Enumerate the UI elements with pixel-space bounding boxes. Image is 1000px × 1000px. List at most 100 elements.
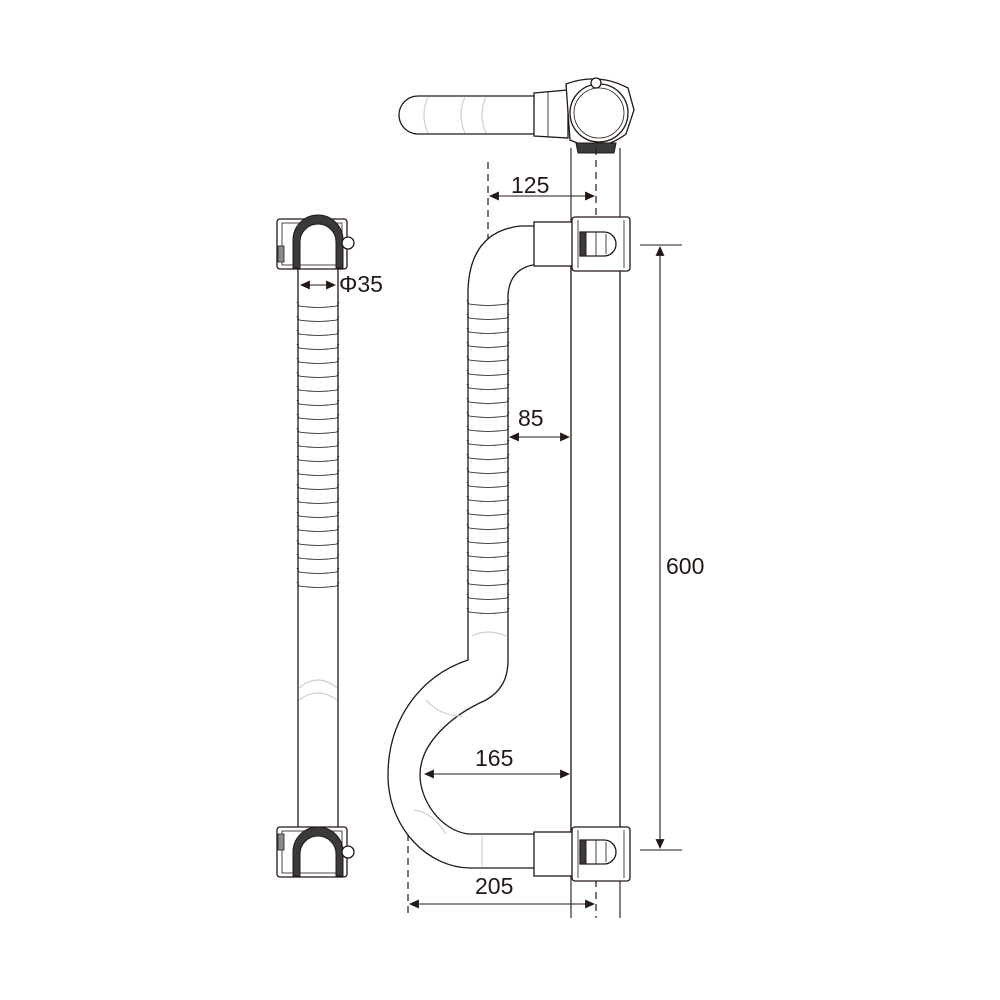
- front-view-bottom-joint: [533, 826, 631, 882]
- depth-label: 85: [518, 405, 544, 431]
- grip-rib-notch: [466, 327, 510, 333]
- grip-rib: [468, 345, 508, 348]
- grip-rib: [298, 557, 338, 560]
- grip-rib: [298, 529, 338, 532]
- grip-rib: [468, 611, 508, 614]
- grip-rib: [298, 403, 338, 406]
- grip-rib-notch: [466, 593, 510, 599]
- side-view-top-bracket: [276, 214, 355, 270]
- grip-rib-notch: [296, 497, 340, 503]
- grip-rib: [468, 583, 508, 586]
- grip-rib-notch: [296, 329, 340, 335]
- grip-rib: [298, 347, 338, 350]
- grip-rib-notch: [466, 481, 510, 487]
- top-view: [398, 77, 635, 154]
- side-view-bar: [297, 227, 339, 869]
- grip-rib: [468, 359, 508, 362]
- grip-rib: [298, 473, 338, 476]
- grip-rib-notch: [466, 509, 510, 515]
- grip-rib: [468, 499, 508, 502]
- grip-rib: [298, 375, 338, 378]
- grip-rib-notch: [466, 607, 510, 613]
- grip-rib-notch: [466, 439, 510, 445]
- offset-top-label: 125: [511, 172, 549, 198]
- top-view-screw: [590, 77, 602, 89]
- grip-rib: [468, 443, 508, 446]
- diameter-label: Φ35: [339, 271, 383, 297]
- grip-rib-notch: [296, 413, 340, 419]
- grip-rib: [468, 373, 508, 376]
- side-view: Φ35: [276, 214, 383, 878]
- grip-rib-notch: [296, 469, 340, 475]
- grip-rib: [298, 305, 338, 308]
- grip-rib: [298, 571, 338, 574]
- grip-rib-notch: [296, 483, 340, 489]
- grip-rib: [468, 331, 508, 334]
- grip-rib: [298, 333, 338, 336]
- grip-rib-notch: [466, 551, 510, 557]
- grip-rib-notch: [296, 455, 340, 461]
- grip-rib-notch: [466, 467, 510, 473]
- side-view-bottom-screw: [341, 845, 355, 859]
- grip-rib: [468, 387, 508, 390]
- grip-rib: [298, 543, 338, 546]
- grip-rib-notch: [296, 525, 340, 531]
- grip-rib: [468, 527, 508, 530]
- grip-rib-notch: [466, 313, 510, 319]
- grip-rib-notch: [466, 565, 510, 571]
- grip-rib-notch: [296, 567, 340, 573]
- front-view-top-joint: [533, 216, 631, 272]
- grip-rib-notch: [296, 399, 340, 405]
- grip-rib-notch: [296, 315, 340, 321]
- grip-rib-notch: [466, 383, 510, 389]
- grip-rib: [468, 541, 508, 544]
- grip-rib: [298, 585, 338, 588]
- height-label: 600: [666, 553, 704, 579]
- grip-rib: [298, 389, 338, 392]
- grip-rib-notch: [296, 343, 340, 349]
- inner-curve-label: 165: [475, 745, 513, 771]
- side-view-grip-ribs: [296, 301, 340, 588]
- grip-rib-notch: [296, 539, 340, 545]
- grip-rib: [468, 401, 508, 404]
- grip-rib-notch: [466, 355, 510, 361]
- grip-rib-notch: [296, 371, 340, 377]
- front-view-grip-ribs: [466, 299, 510, 614]
- grip-rib-notch: [466, 369, 510, 375]
- grip-rib-notch: [296, 301, 340, 307]
- grip-rib: [298, 501, 338, 504]
- grip-rib: [468, 429, 508, 432]
- front-view-curved-grip: [387, 225, 541, 869]
- grip-rib-notch: [466, 537, 510, 543]
- grip-rib: [468, 317, 508, 320]
- grip-rib-notch: [296, 553, 340, 559]
- grip-rib-notch: [466, 411, 510, 417]
- grip-rib-notch: [466, 397, 510, 403]
- top-view-bar: [398, 95, 541, 135]
- grip-rib-notch: [466, 341, 510, 347]
- front-view: [387, 216, 631, 882]
- grip-rib: [298, 319, 338, 322]
- front-view-straight-bar: [570, 229, 621, 851]
- grip-rib-notch: [466, 299, 510, 305]
- grip-rib-notch: [296, 441, 340, 447]
- grip-rib: [468, 513, 508, 516]
- grip-rib: [298, 431, 338, 434]
- grip-rib: [298, 487, 338, 490]
- grip-rib-notch: [466, 495, 510, 501]
- top-view-pipe-circle: [569, 83, 629, 143]
- grip-rib: [468, 555, 508, 558]
- grip-rib: [468, 303, 508, 306]
- top-view-collar: [533, 89, 569, 139]
- grip-rib-notch: [466, 523, 510, 529]
- grip-rib-notch: [296, 357, 340, 363]
- grip-rib: [468, 569, 508, 572]
- grip-rib: [468, 457, 508, 460]
- grip-rib-notch: [466, 453, 510, 459]
- grip-rib: [468, 471, 508, 474]
- side-view-top-screw: [341, 236, 355, 250]
- grip-rib-notch: [296, 427, 340, 433]
- grip-rib-notch: [466, 425, 510, 431]
- grip-rib-notch: [296, 581, 340, 587]
